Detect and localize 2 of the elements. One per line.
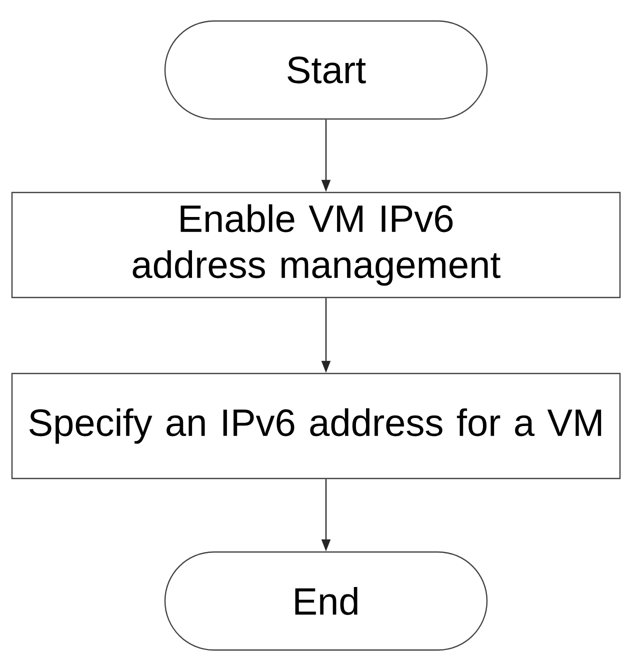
process-box: Enable VM IPv6 address management — [11, 192, 621, 298]
process-box: Specify an IPv6 address for a VM — [11, 372, 621, 480]
